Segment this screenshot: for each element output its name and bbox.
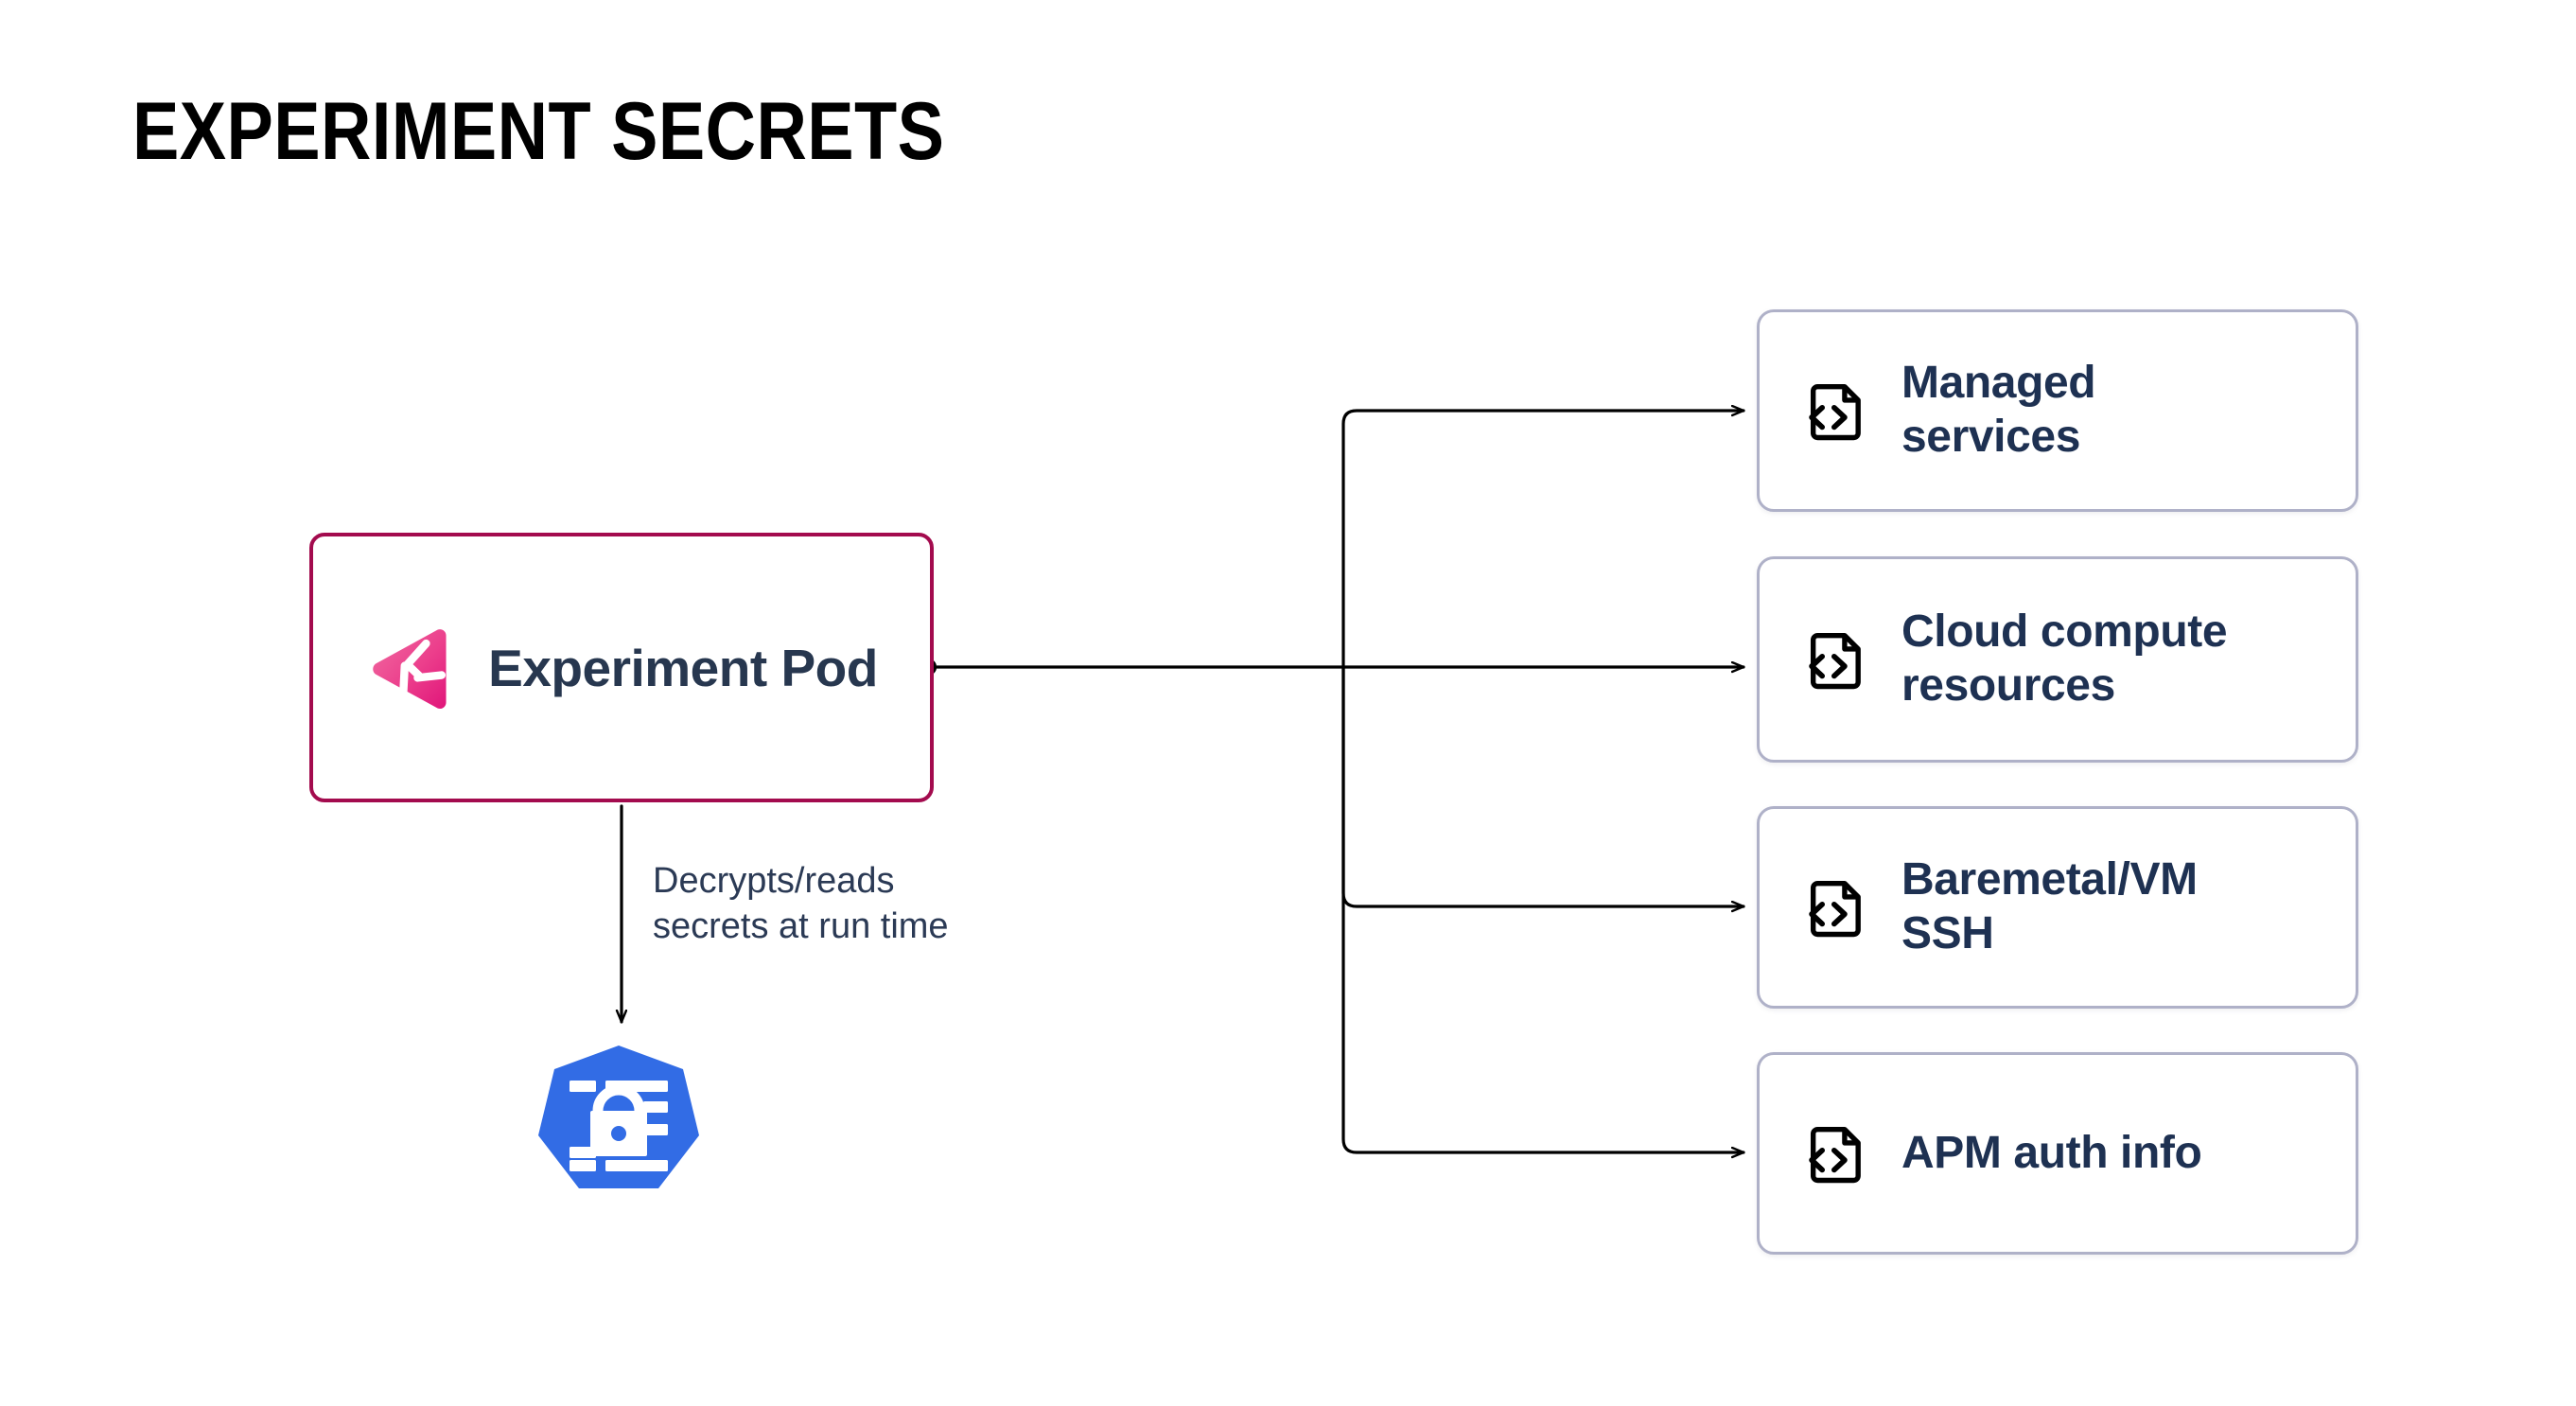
litmus-chaos-logo-icon: [373, 628, 447, 709]
card-label-line-1: Managed: [1901, 358, 2096, 409]
resource-card-label: Managed services: [1901, 357, 2096, 464]
resource-card-label: Cloud compute resources: [1901, 606, 2228, 712]
card-label-line-1: APM auth info: [1901, 1127, 2202, 1178]
card-label-line-2: services: [1901, 412, 2080, 462]
secret-label: secret: [580, 1188, 657, 1220]
card-label-line-2: resources: [1901, 660, 2115, 711]
resource-card-cloud-compute-resources[interactable]: Cloud compute resources: [1757, 556, 2358, 763]
resource-card-label: APM auth info: [1901, 1127, 2202, 1181]
file-code-icon: [1809, 383, 1861, 441]
resource-card-apm-auth-info[interactable]: APM auth info: [1757, 1052, 2358, 1255]
edge-caption-line-1: Decrypts/reads: [653, 861, 895, 901]
resource-card-label: Baremetal/VM SSH: [1901, 853, 2198, 960]
kubernetes-secret-node[interactable]: secret: [532, 1043, 706, 1232]
edge-to-managed-services: [1341, 411, 1745, 669]
edge-caption-line-2: secrets at run time: [653, 905, 949, 946]
experiment-pod-node[interactable]: Experiment Pod: [309, 533, 934, 802]
card-label-line-1: Baremetal/VM: [1901, 854, 2198, 905]
resource-card-baremetal-vm-ssh[interactable]: Baremetal/VM SSH: [1757, 806, 2358, 1009]
experiment-pod-label: Experiment Pod: [488, 638, 878, 697]
page-title: EXPERIMENT SECRETS: [132, 86, 945, 177]
card-label-line-1: Cloud compute: [1901, 606, 2228, 658]
resource-card-managed-services[interactable]: Managed services: [1757, 309, 2358, 512]
edge-to-apm-auth-info: [1341, 665, 1745, 1152]
edge-to-baremetal-vm-ssh: [1341, 665, 1745, 906]
kubernetes-secret-lock-icon: secret: [538, 1046, 699, 1220]
edge-caption: Decrypts/reads secrets at run time: [653, 859, 1060, 949]
file-code-icon: [1809, 880, 1861, 938]
file-code-icon: [1809, 1126, 1861, 1184]
file-code-icon: [1809, 632, 1861, 690]
card-label-line-2: SSH: [1901, 908, 1994, 958]
